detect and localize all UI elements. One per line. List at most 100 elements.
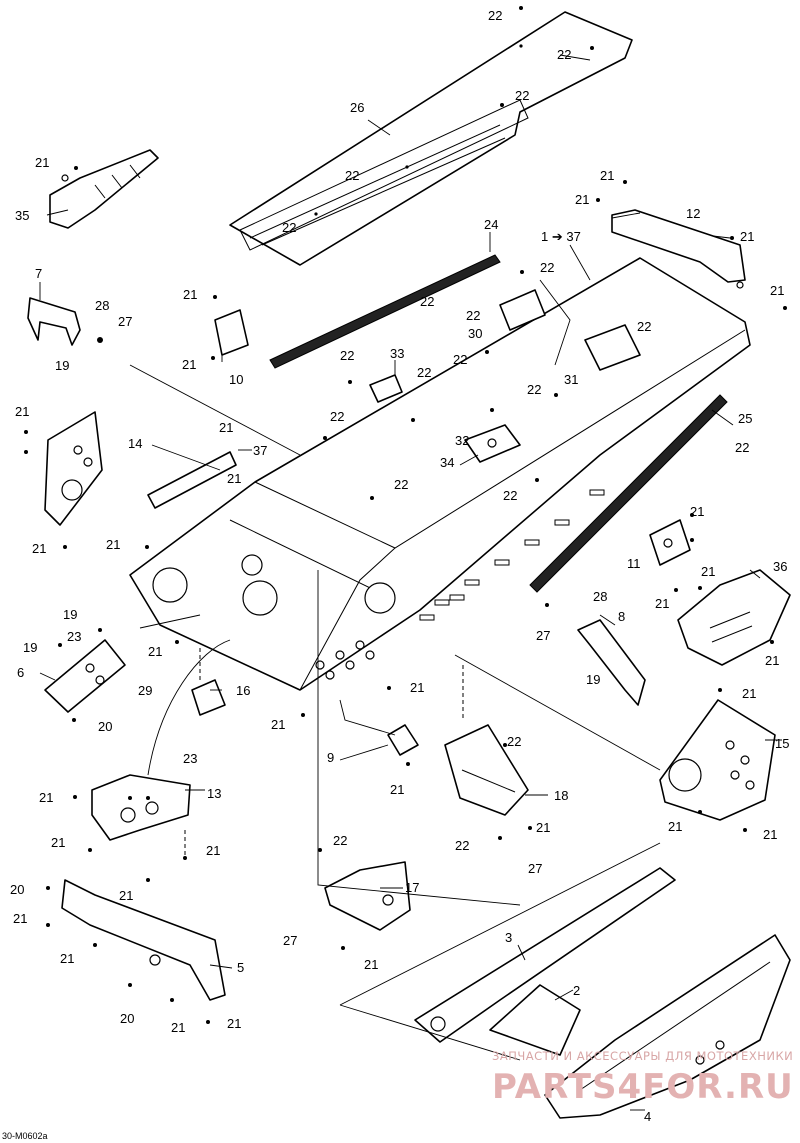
callout-27: 27 [118,314,132,329]
callout-21: 21 [600,168,614,183]
callout-32: 32 [455,433,469,448]
callout-22: 22 [488,8,502,23]
callout-21: 21 [206,843,220,858]
callout-21: 21 [183,287,197,302]
callout-22: 22 [540,260,554,275]
callout-27: 27 [536,628,550,643]
callout-21: 21 [13,911,27,926]
callout-35: 35 [15,208,29,223]
callout-21: 21 [390,782,404,797]
callout-36: 36 [773,559,787,574]
callout-21: 21 [740,229,754,244]
part-31-bracket [584,324,641,371]
callout-15: 15 [775,736,789,751]
callout-21: 21 [227,1016,241,1031]
callout-7: 7 [35,266,42,281]
callout-20: 20 [120,1011,134,1026]
part-13-bracket [91,774,191,841]
main-tunnel-assembly [129,257,751,691]
callout-22: 22 [557,47,571,62]
callout-11: 11 [627,556,641,571]
callout-22: 22 [282,220,296,235]
callout-19: 19 [63,607,77,622]
callout-21: 21 [182,357,196,372]
callout-31: 31 [564,372,578,387]
callout-21: 21 [32,541,46,556]
callout-22: 22 [453,352,467,367]
callout-23: 23 [67,629,81,644]
callout-14: 14 [128,436,142,451]
part-34-plate [464,424,521,463]
callout-22: 22 [420,294,434,309]
figure-code: 30-M0602a [2,1131,48,1141]
callout-21: 21 [227,471,241,486]
callout-22: 22 [637,319,651,334]
callout-22: 22 [340,348,354,363]
callout-21: 21 [410,680,424,695]
callout-5: 5 [237,960,244,975]
callout-1-to-37: 1 ➔ 37 [541,229,581,244]
callout-12: 12 [686,206,700,221]
callout-22: 22 [455,838,469,853]
callout-22: 22 [503,488,517,503]
callout-2: 2 [573,983,580,998]
part-24-wear-strip [269,254,501,369]
callout-6: 6 [17,665,24,680]
part-8-rod [577,619,646,706]
callout-21: 21 [655,596,669,611]
callout-21: 21 [219,420,233,435]
callout-21: 21 [15,404,29,419]
part-3-rail [414,867,676,1043]
callout-20: 20 [98,719,112,734]
callout-4: 4 [644,1109,651,1124]
callout-34: 34 [440,455,454,470]
callout-19: 19 [586,672,600,687]
callout-22: 22 [394,477,408,492]
callout-21: 21 [575,192,589,207]
callout-22: 22 [527,382,541,397]
callout-22: 22 [466,308,480,323]
watermark-line1: ЗАПЧАСТИ И АКСЕССУАРЫ ДЛЯ МОТОТЕХНИКИ [492,1049,793,1063]
callout-21: 21 [690,504,704,519]
callout-10: 10 [229,372,243,387]
part-10-bracket [214,309,249,356]
callout-8: 8 [618,609,625,624]
callout-28: 28 [593,589,607,604]
callout-22: 22 [735,440,749,455]
callout-27: 27 [283,933,297,948]
callout-21: 21 [668,819,682,834]
callout-9: 9 [327,750,334,765]
callout-37: 37 [253,443,267,458]
part-25-wear-strip [529,394,728,593]
callout-21: 21 [35,155,49,170]
callout-21: 21 [119,888,133,903]
part-36-bracket [677,569,791,666]
callout-22: 22 [507,734,521,749]
part-18-step [444,724,529,816]
callout-3: 3 [505,930,512,945]
callout-19: 19 [23,640,37,655]
callout-21: 21 [51,835,65,850]
part-30-bracket [499,289,546,331]
leader-lines [39,54,782,1111]
callout-21: 21 [171,1020,185,1035]
part-12-bracket-plate [611,209,746,289]
callout-21: 21 [770,283,784,298]
callout-28: 28 [95,298,109,313]
callout-24: 24 [484,217,498,232]
part-6-bracket [44,639,126,713]
callout-26: 26 [350,100,364,115]
callout-21: 21 [106,537,120,552]
callout-labels: 22 22 26 22 22 22 21 35 21 21 12 21 21 2… [10,8,789,1124]
callout-21: 21 [742,686,756,701]
callout-22: 22 [330,409,344,424]
callout-21: 21 [39,790,53,805]
callout-16: 16 [236,683,250,698]
callout-22: 22 [345,168,359,183]
part-4-tunnel [544,934,791,1119]
fasteners [24,6,787,1024]
watermark-line2: PARTS4FOR.RU [492,1067,794,1107]
callout-22: 22 [417,365,431,380]
callout-21: 21 [271,717,285,732]
